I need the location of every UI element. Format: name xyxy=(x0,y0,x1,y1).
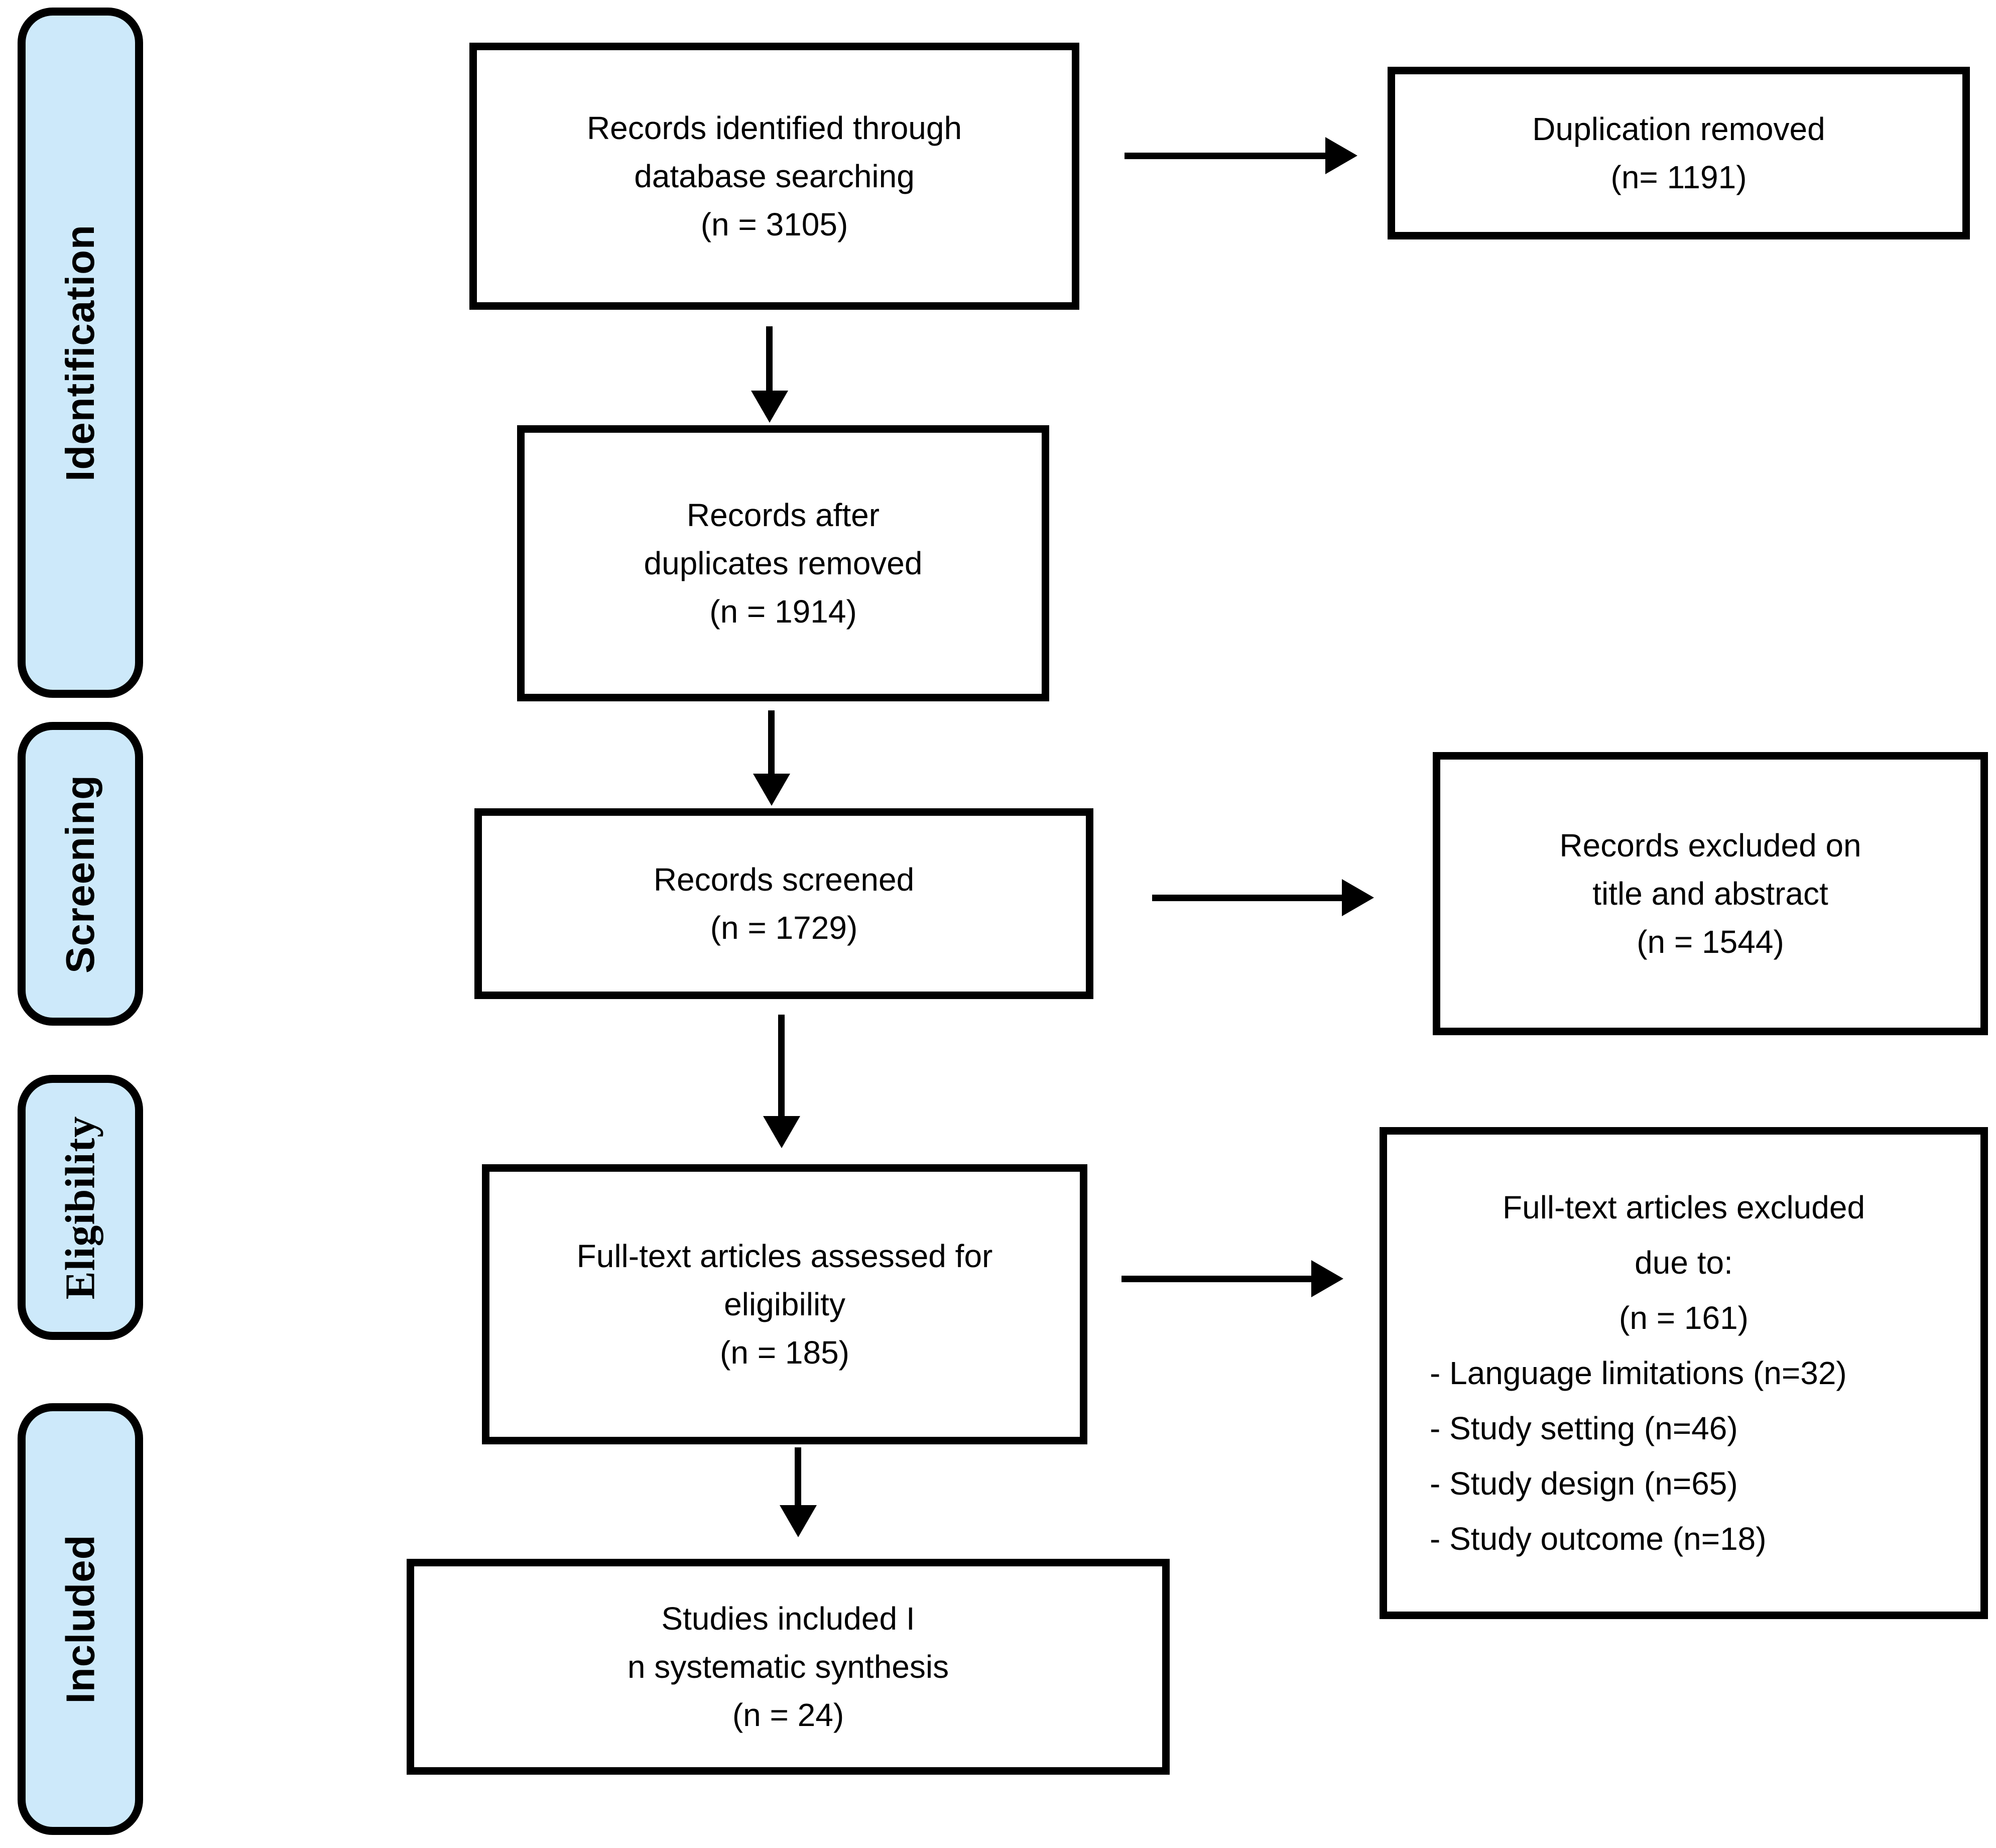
stage-label-eligibility: Eligibility xyxy=(57,1116,104,1299)
arrow-head-right-icon xyxy=(1325,137,1357,174)
arrow-head-right-icon xyxy=(1342,879,1374,916)
box-studies-included-text: Studies included I n systematic synthesi… xyxy=(627,1600,949,1733)
box-studies-included: Studies included I n systematic synthesi… xyxy=(407,1559,1170,1775)
box-fulltext-excluded: Full-text articles excluded due to: (n =… xyxy=(1380,1127,1988,1619)
stage-label-included: Included xyxy=(58,1534,102,1704)
arrow-line xyxy=(795,1447,801,1508)
box-records-excluded: Records excluded on title and abstract (… xyxy=(1433,752,1988,1035)
arrow-line xyxy=(768,710,775,776)
exclusion-reason-outcome: - Study outcome (n=18) xyxy=(1430,1521,1767,1557)
box-duplication-removed: Duplication removed (n= 1191) xyxy=(1388,67,1970,239)
box-records-identified-text: Records identified through database sear… xyxy=(586,110,962,242)
arrow-line xyxy=(1121,1276,1315,1282)
box-records-screened-text: Records screened (n = 1729) xyxy=(653,861,915,946)
arrow-head-down-icon xyxy=(753,774,790,806)
exclusion-reason-setting: - Study setting (n=46) xyxy=(1430,1410,1738,1447)
box-records-identified: Records identified through database sear… xyxy=(469,43,1079,310)
box-duplication-removed-text: Duplication removed (n= 1191) xyxy=(1532,111,1825,195)
arrow-head-right-icon xyxy=(1311,1260,1343,1297)
box-records-after-duplicates: Records after duplicates removed (n = 19… xyxy=(517,425,1049,701)
arrow-line xyxy=(778,1015,785,1118)
stage-box-screening: Screening xyxy=(18,722,143,1026)
box-fulltext-assessed-text: Full-text articles assessed for eligibil… xyxy=(576,1238,993,1371)
exclusion-reason-language: - Language limitations (n=32) xyxy=(1430,1354,1847,1391)
box-fulltext-assessed: Full-text articles assessed for eligibil… xyxy=(482,1164,1087,1444)
box-records-after-duplicates-text: Records after duplicates removed (n = 19… xyxy=(644,497,923,630)
stage-box-eligibility: Eligibility xyxy=(18,1075,143,1340)
arrow-head-down-icon xyxy=(751,391,788,423)
arrow-line xyxy=(1152,895,1345,901)
stage-label-screening: Screening xyxy=(58,774,103,973)
box-records-screened: Records screened (n = 1729) xyxy=(474,808,1093,999)
stage-box-identification: Identification xyxy=(18,8,143,698)
arrow-line xyxy=(766,326,773,394)
box-records-excluded-text: Records excluded on title and abstract (… xyxy=(1559,827,1861,960)
arrow-head-down-icon xyxy=(763,1116,800,1148)
arrow-line xyxy=(1125,153,1328,159)
stage-label-identification: Identification xyxy=(58,224,102,481)
exclusion-reason-design: - Study design (n=65) xyxy=(1430,1465,1738,1502)
stage-box-included: Included xyxy=(18,1403,143,1835)
box-fulltext-excluded-title: Full-text articles excluded due to: (n =… xyxy=(1502,1189,1865,1336)
arrow-head-down-icon xyxy=(780,1505,817,1537)
